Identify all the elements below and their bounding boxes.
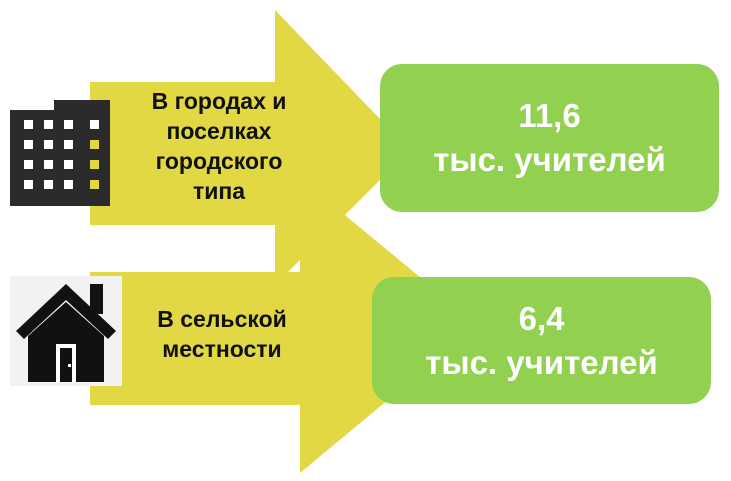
rural-label-line: В сельской <box>157 306 287 332</box>
building-window <box>90 140 99 149</box>
urban-label-line: В городах и <box>151 88 287 114</box>
building-window <box>44 160 53 169</box>
rural-label-line: местности <box>162 336 282 362</box>
rural-unit: тыс. учителей <box>425 343 658 381</box>
house-icon <box>10 276 122 386</box>
building-window <box>24 180 33 189</box>
building-window <box>64 180 73 189</box>
building-window <box>24 160 33 169</box>
building-window <box>44 180 53 189</box>
rural-value-box: 6,4 тыс. учителей <box>372 277 711 404</box>
urban-value-box: 11,6 тыс. учителей <box>380 64 719 212</box>
building-window <box>90 180 99 189</box>
building-window <box>64 140 73 149</box>
building-window <box>90 120 99 129</box>
building-window <box>44 120 53 129</box>
building-window <box>64 120 73 129</box>
urban-label: В городах и поселках городского типа <box>108 86 330 206</box>
building-window <box>64 160 73 169</box>
building-window <box>90 160 99 169</box>
urban-label-line: типа <box>192 178 246 204</box>
urban-label-line: городского <box>155 148 283 174</box>
urban-value: 11,6 <box>518 97 581 134</box>
urban-unit: тыс. учителей <box>433 141 666 178</box>
building-window <box>24 120 33 129</box>
apartment-building-icon <box>10 100 110 206</box>
rural-label: В сельской местности <box>116 304 328 364</box>
building-window <box>24 140 33 149</box>
building-window <box>44 140 53 149</box>
rural-value: 6,4 <box>518 299 565 337</box>
urban-label-line: поселках <box>166 118 272 144</box>
